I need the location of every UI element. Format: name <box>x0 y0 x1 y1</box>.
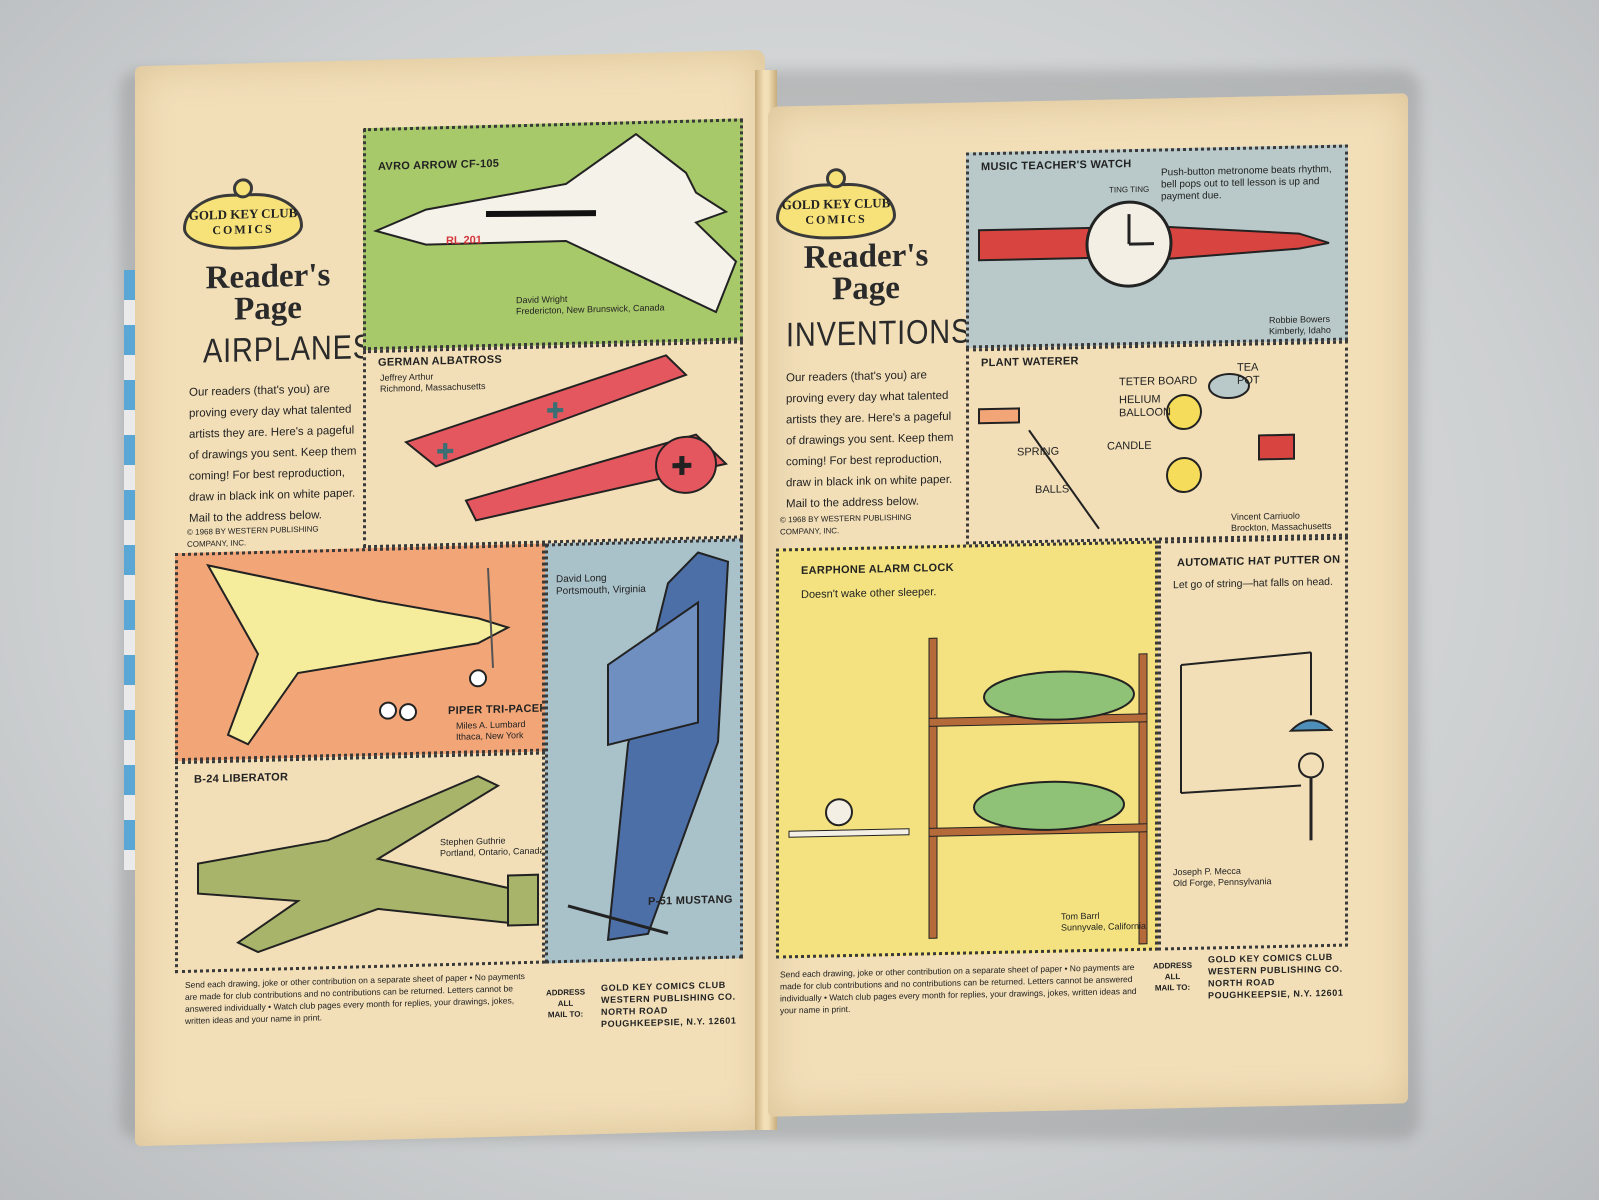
panel-avro-arrow: AVRO ARROW CF-105 RL 201 David Wright Fr… <box>363 118 743 351</box>
hat-putter-drawing <box>1180 651 1334 841</box>
intro-text: Our readers (that's you) are proving eve… <box>189 383 357 525</box>
panel-p51-mustang: David Long Portsmouth, Virginia P-51 MUS… <box>545 538 743 964</box>
panel-credit: Joseph P. Mecca Old Forge, Pennsylvania <box>1173 865 1272 889</box>
panel-credit: Vincent Carriuolo Brockton, Massachusett… <box>1231 510 1332 534</box>
logo-line2: COMICS <box>805 211 867 227</box>
copyright: © 1968 BY WESTERN PUBLISHING COMPANY, IN… <box>187 524 319 549</box>
jet-marking: RL 201 <box>446 234 482 247</box>
svg-text:✚: ✚ <box>436 439 454 464</box>
mailing-address: GOLD KEY COMICS CLUB WESTERN PUBLISHING … <box>1208 951 1344 1001</box>
footer-note: Send each drawing, joke or other contrib… <box>185 971 525 1026</box>
logo-line1: GOLD KEY CLUB <box>781 195 891 213</box>
panel-credit: David Wright Fredericton, New Brunswick,… <box>516 293 665 317</box>
right-page: GOLD KEY CLUB COMICS Reader's Page INVEN… <box>768 93 1408 1117</box>
watch-sound: TING TING <box>1109 185 1149 195</box>
key-icon <box>233 178 253 199</box>
panel-credit: Tom Barrl Sunnyvale, California <box>1061 910 1147 933</box>
panel-credit: Robbie Bowers Kimberly, Idaho <box>1269 313 1331 337</box>
bunkbed-drawing <box>788 637 1148 945</box>
label-spring: SPRING <box>1017 445 1060 459</box>
logo-line2: COMICS <box>212 221 274 238</box>
prop-plane-drawing <box>206 563 511 746</box>
panel-automatic-hat-putter: AUTOMATIC HAT PUTTER ON Let go of string… <box>1158 536 1348 951</box>
label-helium-balloon: HELIUM BALLOON <box>1119 393 1171 420</box>
gold-key-logo: GOLD KEY CLUB COMICS <box>776 168 896 241</box>
svg-text:✚: ✚ <box>546 398 564 423</box>
panel-credit: Stephen Guthrie Portland, Ontario, Canad… <box>440 835 545 859</box>
address-label: ADDRESS ALL MAIL TO: <box>1152 960 1193 993</box>
readers-page-heading: Reader's Page <box>205 257 331 328</box>
bomber-drawing <box>197 775 540 954</box>
mailing-address: GOLD KEY COMICS CLUB WESTERN PUBLISHING … <box>601 979 737 1030</box>
label-candle: CANDLE <box>1107 439 1152 453</box>
panel-credit: Miles A. Lumbard Ithaca, New York <box>456 719 526 742</box>
section-title: INVENTIONS <box>786 312 972 355</box>
panel-music-teachers-watch: MUSIC TEACHER'S WATCH Push-button metron… <box>966 144 1348 349</box>
section-title: AIRPLANES <box>203 328 373 371</box>
panel-title: P-51 MUSTANG <box>648 893 733 908</box>
label-teter-board: TETER BOARD <box>1119 374 1198 389</box>
label-tea-pot: TEA POT <box>1237 361 1260 387</box>
key-icon <box>826 168 846 189</box>
panel-earphone-alarm-clock: EARPHONE ALARM CLOCK Doesn't wake other … <box>776 540 1158 959</box>
panel-german-albatross: GERMAN ALBATROSS Jeffrey Arthur Richmond… <box>363 340 743 549</box>
left-page: GOLD KEY CLUB COMICS Reader's Page AIRPL… <box>135 49 765 1147</box>
label-balls: BALLS <box>1035 483 1070 497</box>
panel-b24-liberator: B-24 LIBERATOR Stephen Guthrie Portland,… <box>175 751 545 974</box>
intro-text: Our readers (that's you) are proving eve… <box>786 369 954 511</box>
biplane-drawing: ✚ ✚ ✚ <box>403 354 729 522</box>
copyright: © 1968 BY WESTERN PUBLISHING COMPANY, IN… <box>780 512 912 537</box>
panel-piper-tri-pacer: PIPER TRI-PACER Miles A. Lumbard Ithaca,… <box>175 543 545 762</box>
gold-key-logo: GOLD KEY CLUB COMICS <box>183 178 303 251</box>
address-label: ADDRESS ALL MAIL TO: <box>545 987 586 1020</box>
waterer-drawing <box>978 373 1295 530</box>
logo-line1: GOLD KEY CLUB <box>188 204 298 223</box>
mustang-drawing <box>567 551 730 942</box>
jet-drawing: RL 201 <box>372 132 738 314</box>
watch-drawing: TING TING <box>978 185 1330 288</box>
panel-plant-waterer: PLANT WATERER TETER BOARD TEA POT HELIUM… <box>966 340 1348 545</box>
panel-title: PIPER TRI-PACER <box>448 702 545 718</box>
svg-text:✚: ✚ <box>671 451 693 482</box>
footer-note: Send each drawing, joke or other contrib… <box>780 962 1137 1016</box>
readers-page-heading: Reader's Page <box>803 237 929 308</box>
